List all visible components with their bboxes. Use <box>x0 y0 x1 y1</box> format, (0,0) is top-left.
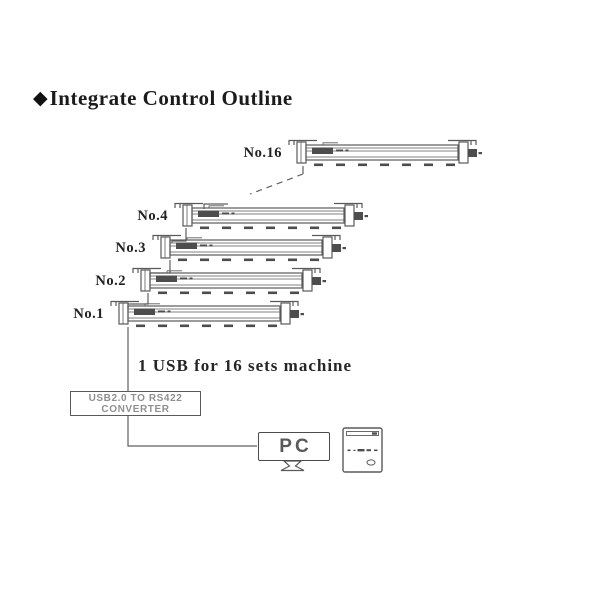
machine-rail-icon <box>108 298 304 330</box>
caption-text: 1 USB for 16 sets machine <box>138 356 353 375</box>
pc-label: PC <box>279 435 312 457</box>
converter-line1: USB2.0 TO RS422 <box>88 392 183 404</box>
machine-row-no1: No.1 <box>56 298 304 330</box>
cable-converter-pc <box>127 416 257 447</box>
machine-rail-icon <box>130 265 326 297</box>
machine-row-no3: No.3 <box>98 232 346 264</box>
pc-monitor: PC <box>258 432 330 461</box>
page-title-text: Integrate Control Outline <box>49 86 293 110</box>
monitor-stand-icon <box>280 460 305 472</box>
converter-line2: CONVERTER <box>101 403 170 415</box>
pc-tower-icon <box>342 427 383 473</box>
machine-label-no2: No.2 <box>95 272 126 289</box>
machine-rail-icon <box>172 200 368 232</box>
machine-row-no4: No.4 <box>120 200 368 232</box>
machine-label-no4: No.4 <box>137 207 168 224</box>
continuation-dashed-line <box>249 173 304 195</box>
page-title: ◆ Integrate Control Outline <box>33 86 293 111</box>
diamond-icon: ◆ <box>33 88 48 109</box>
machine-label-no3: No.3 <box>115 239 146 256</box>
machine-rail-icon <box>286 137 482 169</box>
machine-rail-icon <box>150 232 346 264</box>
machine-label-no16: No.16 <box>243 144 282 161</box>
machine-row-no16: No.16 <box>226 137 482 169</box>
usb-converter-box: USB2.0 TO RS422 CONVERTER <box>70 391 201 416</box>
machine-label-no1: No.1 <box>73 305 104 322</box>
machine-row-no2: No.2 <box>78 265 326 297</box>
